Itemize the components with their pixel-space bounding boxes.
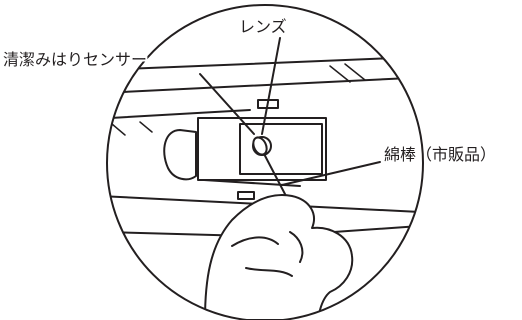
sensor-bracket-left [163, 129, 197, 181]
label-swab: 綿棒（市販品） [384, 145, 496, 164]
leader-sensor [199, 73, 255, 135]
hand-crease-1 [231, 236, 279, 247]
leader-swab [281, 161, 381, 186]
hand [204, 194, 354, 320]
scanner-roller-edge [107, 77, 411, 94]
swab-tip [252, 136, 268, 156]
scanner-ridges [111, 63, 366, 136]
hand-crease-3 [245, 267, 293, 277]
scanner-upper-edge [107, 57, 396, 71]
sensor-window [239, 123, 323, 175]
scanner-inner-edge [109, 109, 251, 119]
hand-crease-2 [289, 231, 304, 263]
swab-stick [261, 149, 287, 197]
sensor-tab-bottom [237, 191, 255, 200]
label-lens: レンズ [239, 17, 287, 36]
magnifier-circle [106, 4, 424, 320]
magnified-view [106, 4, 424, 320]
leader-lens [261, 37, 281, 135]
label-sensor: 清潔みはりセンサー [3, 50, 147, 69]
